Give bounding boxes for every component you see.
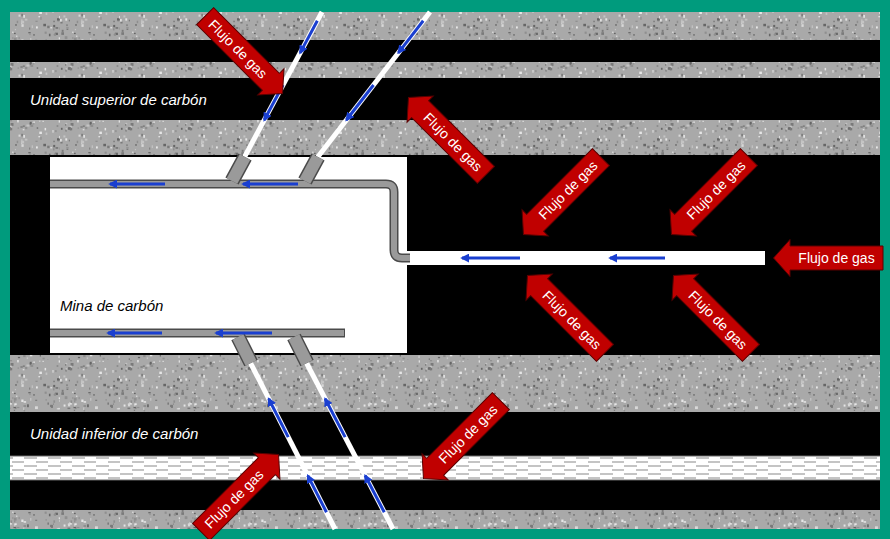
flow-arrow: [243, 183, 298, 186]
pipe-stub-outline: [232, 157, 245, 181]
borehole: [306, 362, 393, 529]
flow-arrow: [216, 332, 272, 335]
borehole: [250, 362, 335, 529]
arrow-body: [192, 3, 296, 107]
band-label: Unidad superior de carbón: [30, 91, 207, 108]
coal-layer: [10, 78, 880, 120]
flow-arrow: [365, 476, 384, 513]
coal-seam: [10, 155, 880, 355]
arrow-body: [658, 144, 762, 248]
flow-arrow: [610, 257, 665, 260]
pipe-stub: [294, 337, 307, 363]
pipe-stub-outline: [305, 157, 318, 181]
flow-arrow: [308, 476, 327, 513]
mine-opening-box: Mina de carbón: [50, 157, 407, 353]
pipe-stub: [305, 157, 318, 181]
flow-arrow: [346, 85, 373, 120]
flow-arrow: [269, 399, 289, 437]
pipe-stub: [232, 157, 245, 181]
horizontal-borehole: [407, 251, 765, 265]
arrow-body: [660, 262, 764, 366]
flow-arrow: [300, 21, 317, 53]
arrow-body: [514, 262, 618, 366]
pipe: [50, 184, 410, 258]
flow-arrow: [108, 332, 162, 335]
rock: [10, 12, 880, 529]
mine-label: Mina de carbón: [60, 297, 163, 314]
flow-arrow: [110, 183, 165, 186]
arrow-body: [410, 388, 514, 492]
flow-arrow: [462, 257, 520, 260]
borehole: [317, 12, 430, 158]
flow-arrow: [398, 21, 423, 53]
flow-arrow: [325, 399, 345, 437]
gas-flow-arrow: Flujo de gas: [773, 239, 883, 277]
coal-band: Unidad superior de carbón: [10, 78, 880, 120]
coal-layer: [10, 40, 880, 62]
pipe-outline: [50, 184, 410, 258]
arrow-body: [188, 441, 292, 539]
arrow-body: [774, 240, 884, 277]
arrow-body: [510, 144, 614, 248]
pipe-stub-outline: [294, 337, 307, 363]
pipe-stub-outline: [238, 337, 251, 363]
pipe-stub: [238, 337, 251, 363]
arrow-body: [395, 84, 499, 188]
arrow-label: Flujo de gas: [798, 250, 874, 266]
band-label: Unidad inferior de carbón: [30, 425, 198, 442]
